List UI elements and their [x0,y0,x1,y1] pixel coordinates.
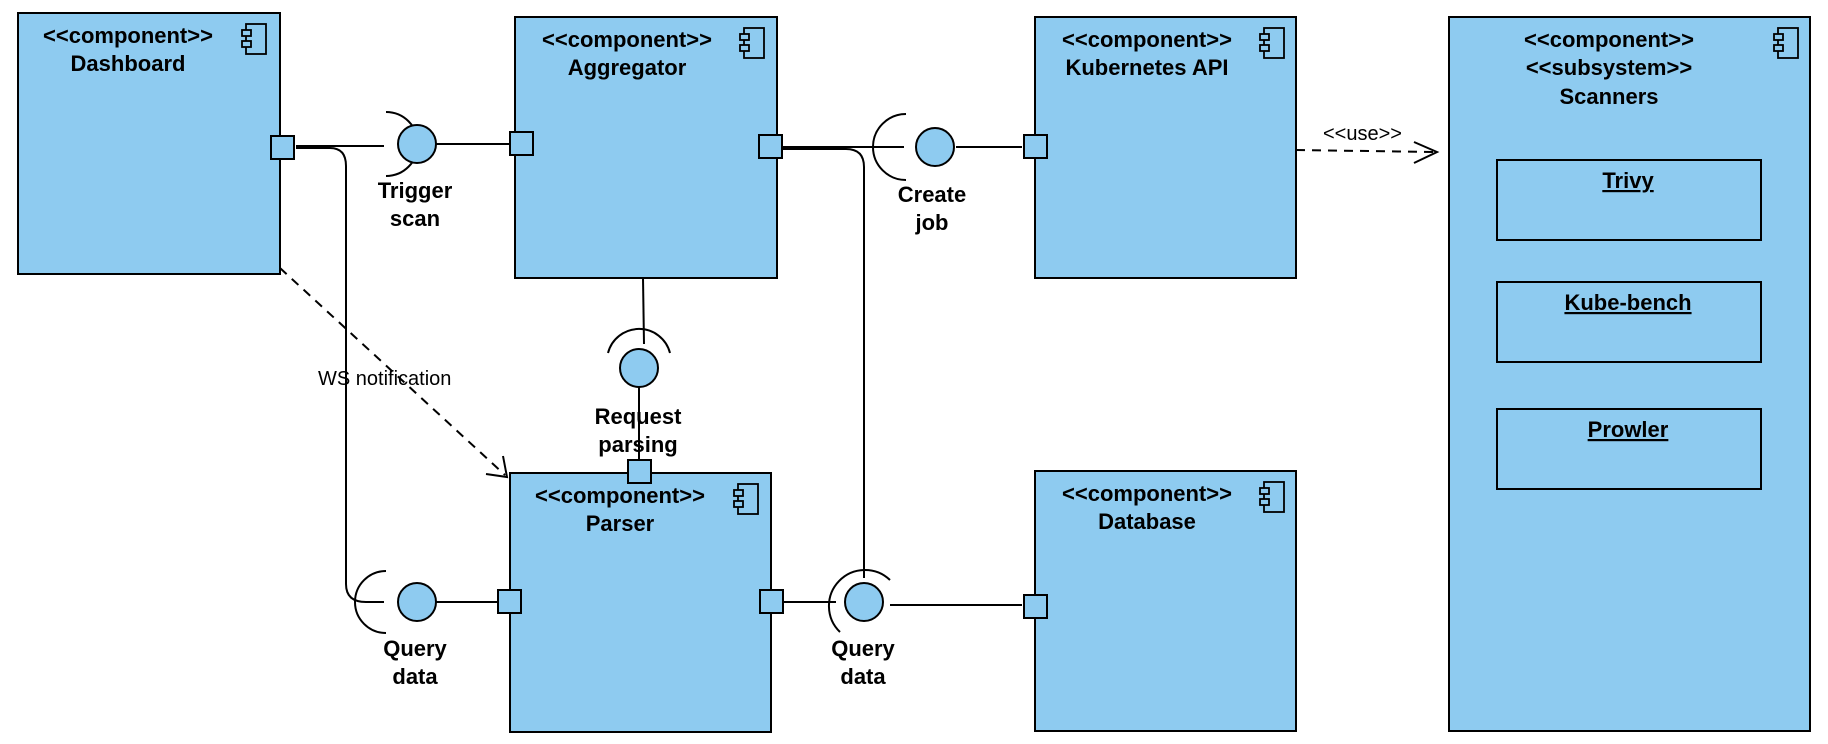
ws-notification-arrowhead [485,455,509,479]
wire-aggregator-request-parsing [642,277,645,345]
ports [270,131,1048,619]
use-label: <<use>> [1323,123,1402,145]
component-kubernetes-api[interactable]: <<component>> Kubernetes API [1034,16,1297,279]
port-parser-left[interactable] [497,589,522,614]
interface-request-parsing[interactable]: Request parsing [595,327,682,457]
dashboard-stereotype: <<component>> [43,23,213,48]
query-data-right-label-2: data [840,664,886,689]
wire-aggregator-query-data [782,148,865,578]
parser-stereotype: <<component>> [535,483,705,508]
query-data-left-label-1: Query [383,636,447,661]
port-parser-top[interactable] [627,459,652,484]
use-arrowhead [1413,141,1440,164]
scanner-trivy[interactable]: Trivy [1496,159,1762,241]
port-parser-right[interactable] [759,589,784,614]
interface-query-data-left[interactable]: Query data [354,570,448,689]
request-parsing-label-2: parsing [598,432,677,457]
port-kubernetes-api[interactable] [1023,134,1048,159]
trigger-scan-label-2: scan [390,206,440,231]
component-icon [1259,27,1285,59]
ws-notification-dependency [279,267,506,476]
wire-dashboard-query-data [296,147,384,603]
component-aggregator[interactable]: <<component>> Aggregator [514,16,778,279]
use-dependency [1295,149,1436,153]
request-parsing-label-1: Request [595,404,682,429]
ws-notification-label: WS notification [318,368,451,390]
scanner-trivy-label: Trivy [1602,168,1654,193]
scanner-prowler[interactable]: Prowler [1496,408,1762,490]
port-aggregator-right[interactable] [758,134,783,159]
scanner-kube-bench-label: Kube-bench [1564,290,1691,315]
scanner-prowler-label: Prowler [1588,417,1669,442]
aggregator-name: Aggregator [568,55,687,80]
query-data-left-label-2: data [392,664,438,689]
create-job-label-1: Create [898,182,966,207]
scanner-kube-bench[interactable]: Kube-bench [1496,281,1762,363]
database-stereotype: <<component>> [1062,481,1232,506]
trigger-scan-label-1: Trigger [378,178,453,203]
port-dashboard[interactable] [270,135,295,160]
component-icon [1773,27,1799,59]
dashboard-name: Dashboard [71,51,186,76]
kubernetes-api-stereotype: <<component>> [1062,27,1232,52]
port-database[interactable] [1023,594,1048,619]
interface-query-data-right[interactable]: Query data [827,568,896,689]
component-parser[interactable]: <<component>> Parser [509,472,772,733]
aggregator-stereotype: <<component>> [542,27,712,52]
component-database[interactable]: <<component>> Database [1034,470,1297,732]
database-name: Database [1098,509,1196,534]
query-data-right-label-1: Query [831,636,895,661]
connectors: Parser --> Scanners --> [279,141,1440,606]
component-scanners[interactable]: <<component>> <<subsystem>> Scanners Tri… [1448,16,1811,732]
scanners-name: Scanners [1559,84,1658,109]
interface-create-job[interactable]: Create job [872,113,966,235]
component-icon [1259,481,1285,513]
component-icon [733,483,759,515]
port-aggregator-left[interactable] [509,131,534,156]
component-dashboard[interactable]: <<component>> Dashboard [17,12,281,275]
scanners-stereotype-subsystem: <<subsystem>> [1526,55,1692,80]
kubernetes-api-name: Kubernetes API [1065,55,1228,80]
component-icon [241,23,267,55]
interface-trigger-scan[interactable]: Trigger scan [378,111,453,231]
create-job-label-2: job [915,210,949,235]
scanners-stereotype-component: <<component>> [1524,27,1694,52]
parser-name: Parser [586,511,655,536]
component-icon [739,27,765,59]
